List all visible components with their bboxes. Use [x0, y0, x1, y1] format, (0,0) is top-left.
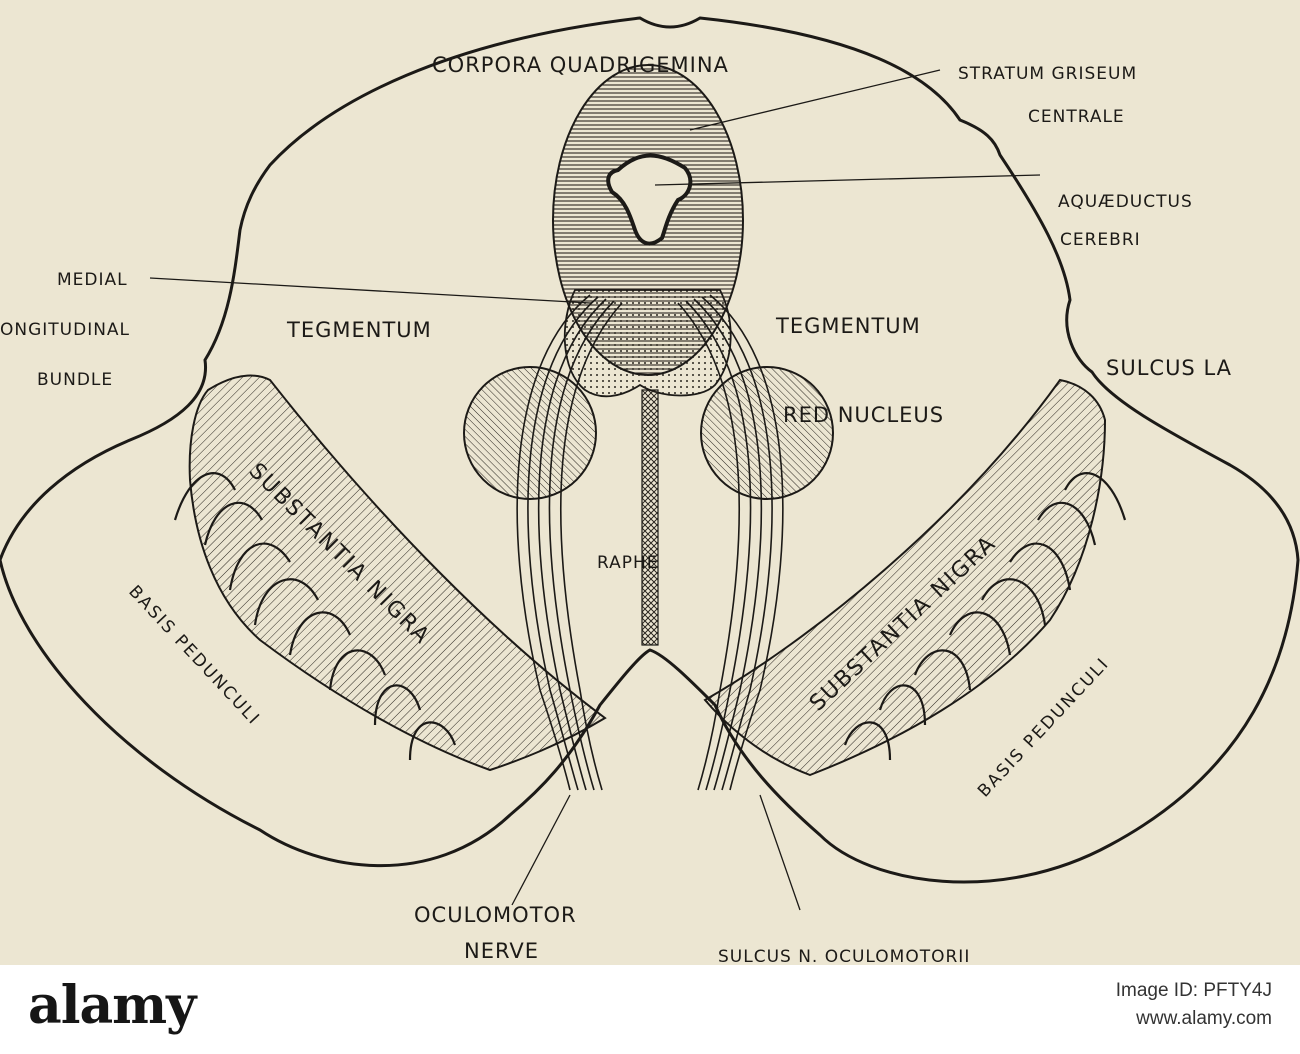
- label-basis-pedunculi-right: BASIS PEDUNCULI: [974, 654, 1114, 802]
- label-cerebri: CEREBRI: [1060, 230, 1141, 250]
- diagram-plate: CORPORA QUADRIGEMINA STRATUM GRISEUM CEN…: [0, 0, 1300, 965]
- image-id-text: Image ID: PFTY4J: [1115, 980, 1272, 1001]
- label-sulcus-lateralis: SULCUS LA: [1106, 356, 1232, 380]
- alamy-logo[interactable]: alamy: [28, 975, 196, 1036]
- label-nerve: NERVE: [464, 939, 539, 963]
- label-oculomotor: OCULOMOTOR: [414, 903, 577, 927]
- label-medial: MEDIAL: [57, 270, 128, 290]
- label-red-nucleus: RED NUCLEUS: [783, 403, 944, 427]
- substantia-nigra-right: [703, 378, 1107, 777]
- label-corpora-quadrigemina: CORPORA QUADRIGEMINA: [432, 53, 729, 77]
- basis-pedunculi-right-fibres: [843, 472, 1127, 761]
- substantia-nigra-left: [188, 374, 607, 772]
- label-sulcus-n-oculomotorii: SULCUS N. OCULOMOTORII: [718, 947, 970, 965]
- oculomotor-fibres-right: [677, 294, 784, 791]
- midbrain-outline: [0, 16, 1300, 884]
- raphe: [641, 389, 659, 646]
- label-bundle: BUNDLE: [37, 370, 113, 390]
- label-centrale: CENTRALE: [1028, 107, 1125, 127]
- stock-footer: alamy Image ID: PFTY4J www.alamy.com: [0, 965, 1300, 1054]
- label-stratum-griseum: STRATUM GRISEUM: [958, 64, 1137, 84]
- label-tegmentum-left: TEGMENTUM: [286, 318, 432, 342]
- label-longitudinal: ONGITUDINAL: [0, 320, 130, 340]
- label-tegmentum-right: TEGMENTUM: [775, 314, 921, 338]
- label-raphe: RAPHE: [597, 553, 659, 573]
- label-aquaeductus: AQUÆDUCTUS: [1058, 192, 1193, 212]
- leader-lines: [149, 69, 1041, 911]
- oculomotor-fibres-left: [516, 294, 623, 791]
- aquaeductus-cerebri: [606, 153, 693, 246]
- basis-pedunculi-left-fibres: [173, 472, 457, 761]
- footer-meta: Image ID: PFTY4J www.alamy.com: [1116, 977, 1272, 1033]
- site-url[interactable]: www.alamy.com: [1136, 1008, 1272, 1029]
- midbrain-diagram: CORPORA QUADRIGEMINA STRATUM GRISEUM CEN…: [0, 16, 1300, 965]
